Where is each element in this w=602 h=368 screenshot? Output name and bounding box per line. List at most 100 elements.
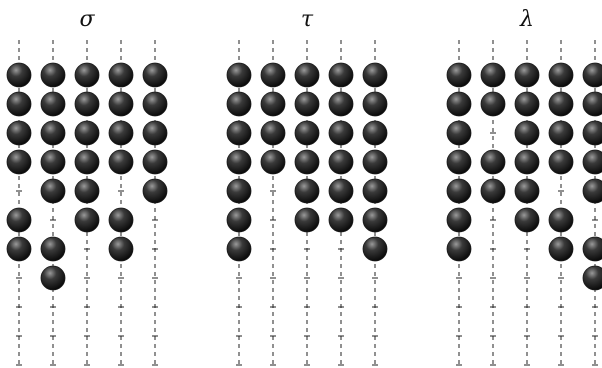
runner xyxy=(226,40,252,368)
runner xyxy=(40,40,66,368)
bead xyxy=(226,149,252,175)
runner xyxy=(74,40,100,368)
bead xyxy=(40,91,66,117)
runner xyxy=(108,40,134,368)
bead xyxy=(108,120,134,146)
bead xyxy=(294,149,320,175)
bead xyxy=(328,62,354,88)
bead xyxy=(446,149,472,175)
runner xyxy=(362,40,388,368)
bead xyxy=(40,120,66,146)
bead xyxy=(74,91,100,117)
bead xyxy=(142,149,168,175)
bead xyxy=(142,91,168,117)
bead xyxy=(142,62,168,88)
bead xyxy=(6,91,32,117)
bead xyxy=(514,207,540,233)
bead xyxy=(40,265,66,291)
bead xyxy=(108,62,134,88)
bead xyxy=(362,149,388,175)
bead xyxy=(226,62,252,88)
bead xyxy=(40,62,66,88)
bead xyxy=(226,178,252,204)
bead xyxy=(446,207,472,233)
bead xyxy=(362,62,388,88)
bead xyxy=(582,236,602,262)
bead xyxy=(6,149,32,175)
abacus-panel: σ xyxy=(6,7,168,368)
bead xyxy=(74,62,100,88)
bead xyxy=(6,236,32,262)
bead xyxy=(446,178,472,204)
bead xyxy=(260,149,286,175)
bead xyxy=(226,207,252,233)
bead xyxy=(40,236,66,262)
bead xyxy=(294,62,320,88)
bead xyxy=(328,120,354,146)
bead xyxy=(548,149,574,175)
panel-title: τ xyxy=(301,7,314,32)
bead xyxy=(294,91,320,117)
bead xyxy=(514,91,540,117)
runner xyxy=(6,40,32,368)
abacus-panel: λ xyxy=(446,7,602,368)
bead xyxy=(294,207,320,233)
bead xyxy=(294,178,320,204)
bead xyxy=(226,236,252,262)
bead xyxy=(480,62,506,88)
bead xyxy=(260,120,286,146)
bead xyxy=(446,62,472,88)
bead xyxy=(328,149,354,175)
bead xyxy=(6,120,32,146)
bead xyxy=(514,149,540,175)
bead xyxy=(362,207,388,233)
runner xyxy=(328,40,354,368)
runner xyxy=(548,40,574,368)
bead xyxy=(582,149,602,175)
bead xyxy=(446,236,472,262)
bead xyxy=(362,178,388,204)
runner xyxy=(142,40,168,368)
bead xyxy=(74,120,100,146)
bead xyxy=(226,120,252,146)
bead xyxy=(514,120,540,146)
bead xyxy=(362,120,388,146)
runner xyxy=(582,40,602,368)
bead xyxy=(548,91,574,117)
runner xyxy=(260,40,286,368)
runner xyxy=(480,40,506,368)
bead xyxy=(582,62,602,88)
bead xyxy=(480,178,506,204)
bead xyxy=(514,178,540,204)
bead xyxy=(142,120,168,146)
bead xyxy=(548,236,574,262)
bead xyxy=(6,62,32,88)
panel-title: σ xyxy=(79,7,95,32)
runner xyxy=(294,40,320,368)
bead xyxy=(362,91,388,117)
bead xyxy=(260,62,286,88)
panel-title: λ xyxy=(519,7,534,32)
bead xyxy=(226,91,252,117)
bead xyxy=(582,265,602,291)
bead xyxy=(582,91,602,117)
bead xyxy=(582,120,602,146)
bead xyxy=(582,178,602,204)
runner xyxy=(514,40,540,368)
bead xyxy=(548,62,574,88)
bead xyxy=(142,178,168,204)
bead xyxy=(40,178,66,204)
bead xyxy=(74,207,100,233)
bead xyxy=(446,91,472,117)
bead xyxy=(328,91,354,117)
bead xyxy=(40,149,66,175)
bead xyxy=(108,236,134,262)
bead xyxy=(514,62,540,88)
bead xyxy=(480,149,506,175)
bead xyxy=(108,91,134,117)
bead xyxy=(328,207,354,233)
bead xyxy=(6,207,32,233)
bead xyxy=(446,120,472,146)
bead xyxy=(548,120,574,146)
